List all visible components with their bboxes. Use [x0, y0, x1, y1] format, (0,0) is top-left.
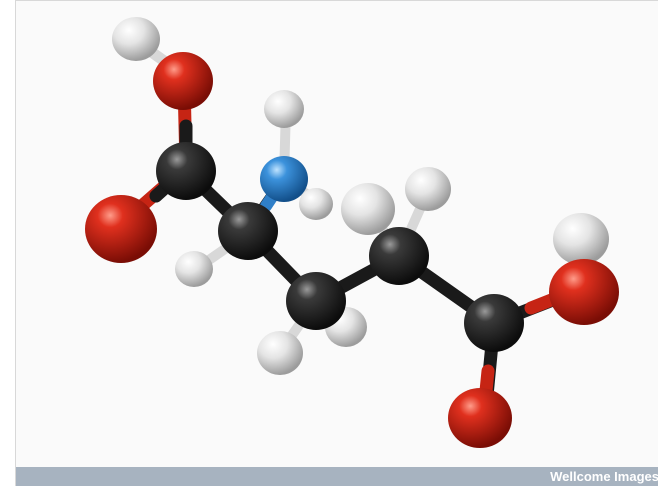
oxygen-atom: [153, 52, 213, 110]
carbon-atom: [369, 227, 429, 285]
hydrogen-atom: [257, 331, 303, 375]
carbon-atom: [218, 202, 278, 260]
credit-bar: Wellcome Images: [16, 467, 658, 486]
atoms: [85, 17, 619, 448]
oxygen-atom: [85, 195, 157, 263]
oxygen-atom: [448, 388, 512, 448]
hydrogen-atom: [405, 167, 451, 211]
carbon-atom: [464, 294, 524, 352]
carbon-atom: [156, 142, 216, 200]
carbon-atom: [286, 272, 346, 330]
hydrogen-atom: [264, 90, 304, 128]
hydrogen-atom: [175, 251, 213, 287]
oxygen-atom: [549, 259, 619, 325]
hydrogen-atom: [112, 17, 160, 61]
hydrogen-atom: [341, 183, 395, 235]
nitrogen-atom: [260, 156, 308, 202]
hydrogen-atom: [553, 213, 609, 265]
hydrogen-atom: [299, 188, 333, 220]
image-frame: Wellcome Images: [15, 0, 658, 486]
molecule-model-icon: [85, 17, 619, 448]
credit-text: Wellcome Images: [550, 469, 658, 484]
